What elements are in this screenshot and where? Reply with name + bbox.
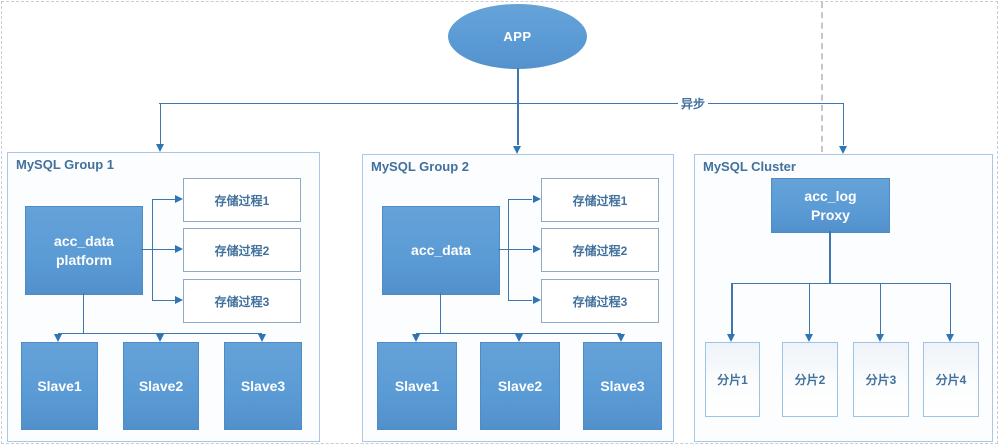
group2-slave2-node: Slave2 bbox=[480, 342, 560, 430]
stored-proc1-node: 存储过程1 bbox=[183, 178, 301, 222]
arrowhead-icon bbox=[533, 245, 541, 253]
arrowhead-icon bbox=[155, 144, 164, 152]
connector-line bbox=[508, 198, 532, 200]
proxy-label: Proxy bbox=[811, 206, 850, 223]
mysql-cluster-title: MySQL Cluster bbox=[703, 159, 796, 174]
g2-stored-proc1-node: 存储过程1 bbox=[541, 178, 659, 222]
shard1-label: 分片1 bbox=[717, 373, 748, 387]
arrowhead-icon bbox=[156, 334, 164, 342]
connector-line bbox=[731, 282, 951, 284]
arrowhead-icon bbox=[412, 334, 420, 342]
stored-proc3-label: 存储过程3 bbox=[214, 294, 270, 309]
shard3-node: 分片3 bbox=[853, 342, 909, 417]
mysql-group2-title: MySQL Group 2 bbox=[371, 159, 469, 174]
arrowhead-icon bbox=[875, 334, 884, 342]
mysql-group1-title: MySQL Group 1 bbox=[16, 157, 114, 172]
async-edge-label: 异步 bbox=[678, 95, 709, 112]
arrowhead-icon bbox=[533, 195, 541, 203]
stored-proc2-label: 存储过程2 bbox=[214, 243, 270, 258]
connector-line bbox=[152, 299, 176, 301]
slave1-label: Slave1 bbox=[37, 377, 82, 394]
stored-proc3-node: 存储过程3 bbox=[183, 279, 301, 323]
connector-line bbox=[879, 283, 881, 335]
slave3-label: Slave3 bbox=[240, 377, 286, 394]
arrowhead-icon bbox=[727, 334, 735, 342]
connector-line bbox=[508, 248, 532, 250]
connector-line bbox=[949, 283, 951, 335]
connector-line bbox=[152, 248, 176, 250]
acc-data-platform-label-line2: platform bbox=[56, 251, 112, 268]
g2-stored-proc3-label: 存储过程3 bbox=[572, 294, 628, 309]
g2-stored-proc3-node: 存储过程3 bbox=[541, 279, 659, 323]
arrowhead-icon bbox=[533, 296, 541, 304]
shard4-label: 分片4 bbox=[935, 373, 967, 387]
acc-data-label: acc_data bbox=[411, 242, 471, 259]
connector-line bbox=[141, 248, 153, 250]
connector-line bbox=[439, 293, 441, 333]
stored-proc2-node: 存储过程2 bbox=[183, 228, 301, 272]
arrowhead-icon bbox=[804, 334, 813, 342]
connector-line bbox=[731, 283, 733, 335]
arrowhead-icon bbox=[514, 334, 523, 342]
acc-log-proxy-node: acc_log Proxy bbox=[771, 178, 890, 233]
arrowhead-icon bbox=[175, 296, 183, 304]
connector-line bbox=[416, 332, 621, 334]
connector-line bbox=[829, 231, 831, 283]
group1-slave1-node: Slave1 bbox=[21, 342, 98, 430]
group1-slave3-node: Slave3 bbox=[224, 342, 302, 430]
acc-log-label: acc_log bbox=[804, 187, 857, 204]
slave2-label: Slave2 bbox=[138, 377, 184, 394]
g2-stored-proc1-label: 存储过程1 bbox=[572, 193, 628, 208]
connector-line bbox=[82, 293, 84, 333]
arrowhead-icon bbox=[617, 334, 625, 342]
arrowhead-icon bbox=[945, 334, 954, 342]
g2-stored-proc2-node: 存储过程2 bbox=[541, 228, 659, 272]
page-boundary-dashed-line bbox=[821, 2, 823, 152]
shard2-node: 分片2 bbox=[782, 342, 838, 417]
shard1-node: 分片1 bbox=[705, 342, 760, 417]
g2-stored-proc2-label: 存储过程2 bbox=[572, 243, 628, 258]
arrowhead-icon bbox=[838, 146, 847, 154]
connector-line bbox=[508, 299, 532, 301]
connector-line bbox=[152, 198, 176, 200]
acc-data-platform-label-line1: acc_data bbox=[54, 232, 114, 249]
acc-data-node: acc_data bbox=[382, 206, 500, 295]
app-label: APP bbox=[503, 29, 532, 44]
g2-slave3-label: Slave3 bbox=[600, 377, 645, 394]
connector-line bbox=[159, 103, 161, 145]
group2-slave1-node: Slave1 bbox=[377, 342, 457, 430]
g2-slave2-label: Slave2 bbox=[497, 377, 543, 394]
connector-line bbox=[808, 283, 810, 335]
acc-data-platform-node: acc_data platform bbox=[25, 206, 143, 295]
connector-line bbox=[159, 102, 843, 104]
arrowhead-icon bbox=[54, 334, 62, 342]
arrowhead-icon bbox=[175, 245, 183, 253]
shard2-label: 分片2 bbox=[794, 373, 826, 387]
shard4-node: 分片4 bbox=[923, 342, 979, 417]
group2-slave3-node: Slave3 bbox=[583, 342, 662, 430]
stored-proc1-label: 存储过程1 bbox=[214, 193, 270, 208]
connector-line bbox=[498, 248, 509, 250]
group1-slave2-node: Slave2 bbox=[123, 342, 199, 430]
arrowhead-icon bbox=[258, 334, 266, 342]
connector-line bbox=[58, 332, 262, 334]
g2-slave1-label: Slave1 bbox=[394, 377, 440, 394]
arrowhead-icon bbox=[175, 195, 183, 203]
connector-line bbox=[842, 103, 844, 145]
connector-line bbox=[517, 68, 519, 104]
connector-line bbox=[517, 103, 519, 145]
arrowhead-icon bbox=[513, 146, 521, 154]
shard3-label: 分片3 bbox=[865, 373, 897, 387]
app-node: APP bbox=[448, 4, 587, 69]
